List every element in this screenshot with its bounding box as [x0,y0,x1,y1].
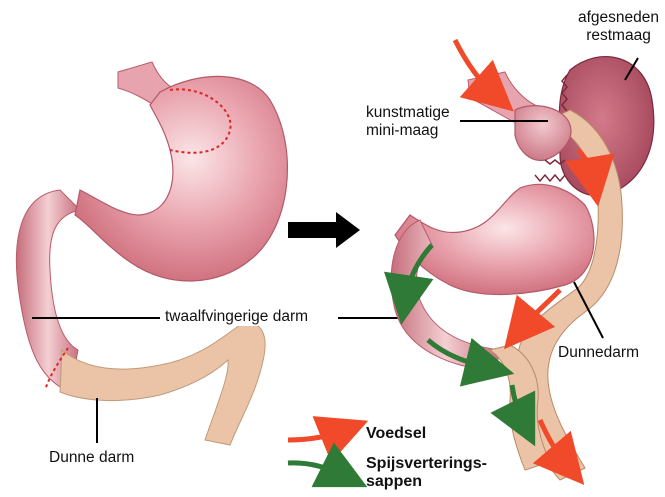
transform-arrow [288,212,360,248]
label-twaalfvingerige-darm: twaalfvingerige darm [162,308,311,326]
label-restmaag: afgesneden restmaag [578,9,659,45]
legend-voedsel: Voedsel [366,425,426,443]
stomach-body-left [75,76,287,281]
label-restmaag-line1: afgesneden [578,9,659,27]
small-intestine-left [60,323,265,445]
legend-spijs-line1: Spijsverterings- [366,455,487,473]
label-dunne-darm: Dunne darm [49,449,134,467]
legend-spijs-line2: sappen [366,473,487,491]
normal-stomach-group [16,62,287,445]
label-minimaag: kunstmatige mini-maag [366,104,450,140]
label-dunnedarm: Dunnedarm [558,344,639,362]
label-minimaag-line1: kunstmatige [366,104,450,122]
label-minimaag-line2: mini-maag [366,122,450,140]
legend-food-arrow [288,430,345,440]
legend-spijsverteringssappen: Spijsverterings- sappen [366,455,487,491]
legend-juice-arrow [288,463,345,476]
label-restmaag-line2: restmaag [578,27,659,45]
